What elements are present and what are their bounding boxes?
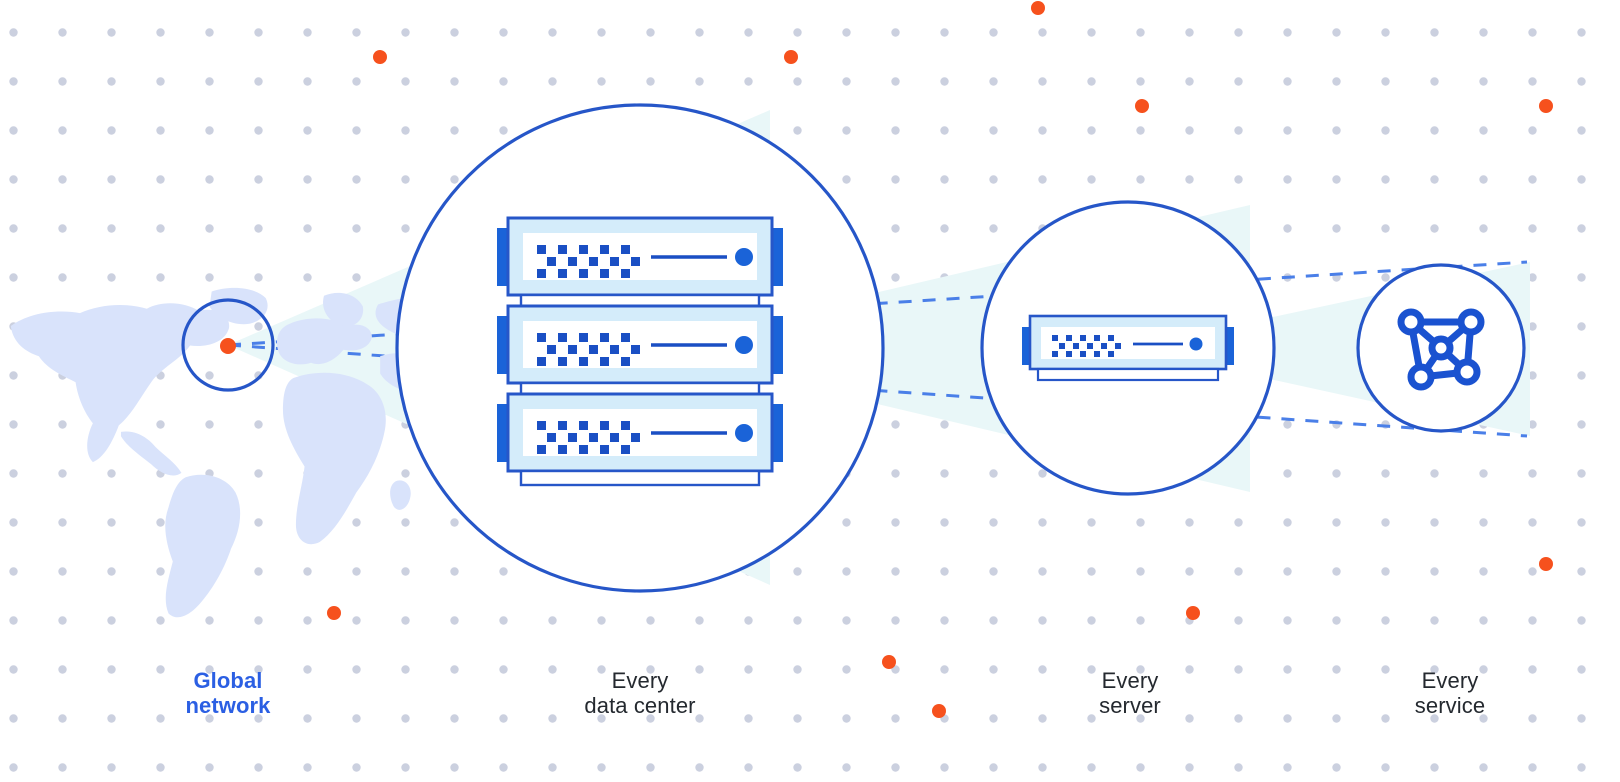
server-unit-icon xyxy=(1022,314,1234,382)
orange-dot xyxy=(327,606,341,620)
stage-label-line1: Every xyxy=(611,668,669,693)
orange-dot xyxy=(882,655,896,669)
network-graph-icon xyxy=(1397,308,1485,391)
orange-dot xyxy=(1135,99,1149,113)
stage-label-line1: Every xyxy=(1421,668,1479,693)
stage-label-server: Every server xyxy=(1030,668,1230,718)
orange-dot xyxy=(1031,1,1045,15)
location-marker-dot xyxy=(220,338,236,354)
stage-label-global-network: Global network xyxy=(128,668,328,718)
orange-dot xyxy=(784,50,798,64)
server-rack-unit-1 xyxy=(497,216,783,311)
orange-dot xyxy=(1186,606,1200,620)
server-rack-unit-3 xyxy=(497,392,783,487)
orange-dot xyxy=(932,704,946,718)
europe-highlight-circle xyxy=(181,298,275,392)
orange-dot xyxy=(1539,557,1553,571)
stage-label-line2: data center xyxy=(584,693,696,718)
server-rack-unit-2 xyxy=(497,304,783,399)
stage-label-line1: Every xyxy=(1101,668,1159,693)
stage-label-line2: server xyxy=(1099,693,1161,718)
stage-label-line2: network xyxy=(185,693,271,718)
orange-dot xyxy=(373,50,387,64)
stage-label-data-center: Every data center xyxy=(540,668,740,718)
stage-label-line2: service xyxy=(1414,693,1486,718)
orange-dot xyxy=(1539,99,1553,113)
stage-label-line1: Global xyxy=(193,668,263,693)
stage-label-service: Every service xyxy=(1350,668,1550,718)
